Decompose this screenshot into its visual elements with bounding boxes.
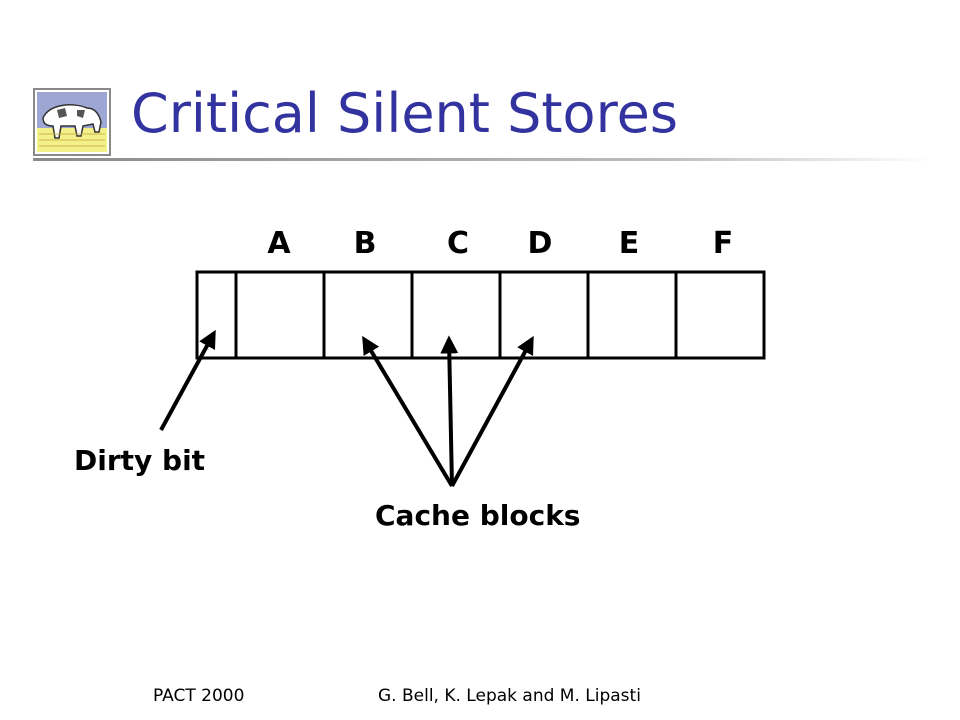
slide-title: Critical Silent Stores	[131, 82, 678, 145]
footer-authors: G. Bell, K. Lepak and M. Lipasti	[378, 686, 641, 706]
cache-blocks-label: Cache blocks	[375, 499, 580, 532]
column-label-c: C	[447, 226, 469, 261]
dirty-bit-cell	[195, 270, 238, 360]
cache-block-d	[498, 270, 590, 360]
column-label-a: A	[267, 226, 291, 261]
footer-conference: PACT 2000	[153, 686, 245, 706]
cache-block-arrow-b	[362, 335, 454, 488]
dirty-bit-label: Dirty bit	[74, 444, 205, 477]
dirty-bit-arrow	[159, 329, 216, 431]
cache-block-c	[410, 270, 502, 360]
cache-block-e	[586, 270, 678, 360]
cache-block-a	[234, 270, 326, 360]
column-label-d: D	[528, 226, 553, 261]
column-label-e: E	[619, 226, 640, 261]
cow-logo	[33, 88, 111, 156]
column-label-b: B	[354, 226, 377, 261]
column-label-f: F	[713, 226, 734, 261]
cache-line	[195, 270, 766, 360]
cache-block-f	[674, 270, 766, 360]
title-divider	[33, 158, 933, 161]
cache-block-arrow-c	[440, 335, 459, 487]
cache-block-arrow-d	[450, 335, 534, 487]
